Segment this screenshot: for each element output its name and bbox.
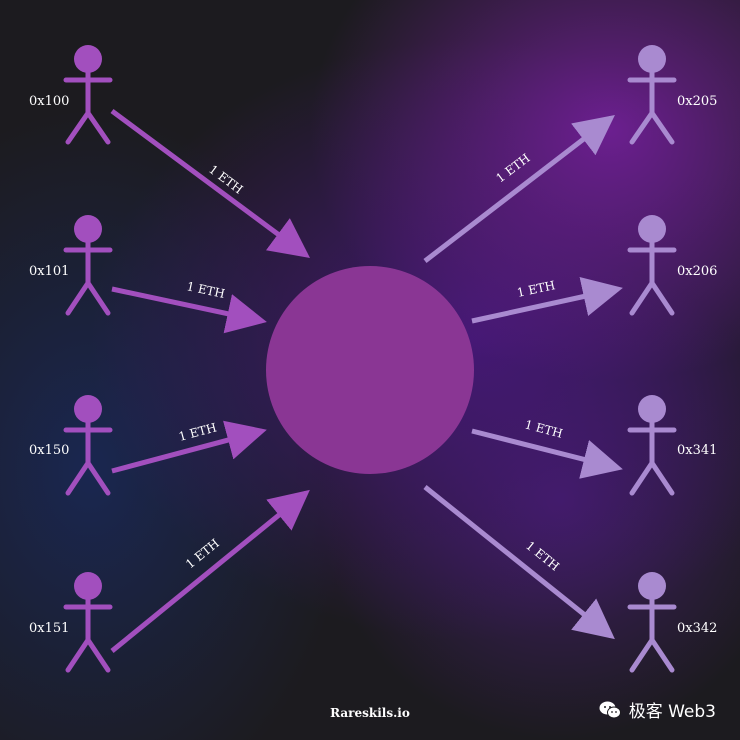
sender-address-label: 0x151 xyxy=(29,621,69,636)
person-icon xyxy=(63,45,113,145)
sender-address-label: 0x150 xyxy=(29,443,69,458)
amount-label: 1 ETH xyxy=(206,162,245,196)
receiver-0x341: 0x341 xyxy=(627,395,717,496)
sender-0x150: 0x150 xyxy=(29,395,113,496)
amount-label: 1 ETH xyxy=(516,278,557,300)
person-icon xyxy=(627,572,677,673)
amount-label: 1 ETH xyxy=(185,279,226,301)
person-icon xyxy=(63,395,113,496)
sender-address-label: 0x100 xyxy=(29,94,69,109)
mixer-pool-circle xyxy=(266,266,474,474)
receiver-address-label: 0x341 xyxy=(677,443,717,458)
sender-address-label: 0x101 xyxy=(29,264,69,279)
person-icon xyxy=(63,572,113,673)
receiver-address-label: 0x342 xyxy=(677,621,717,636)
withdrawal-arrow xyxy=(423,485,615,640)
footer-credit: Rareskils.io xyxy=(330,706,410,720)
receiver-0x205: 0x205 xyxy=(627,45,717,145)
deposit-arrow xyxy=(111,286,267,334)
person-icon xyxy=(627,45,677,145)
receiver-0x206: 0x206 xyxy=(627,215,717,316)
deposit-arrow xyxy=(111,420,267,474)
amount-label: 1 ETH xyxy=(177,420,218,444)
receiver-0x342: 0x342 xyxy=(627,572,717,673)
sender-0x101: 0x101 xyxy=(29,215,113,316)
sender-0x151: 0x151 xyxy=(29,572,113,673)
amount-label: 1 ETH xyxy=(523,417,564,441)
watermark-text: 极客 Web3 xyxy=(628,702,716,722)
sender-0x100: 0x100 xyxy=(29,45,113,145)
withdrawal-arrow xyxy=(423,114,615,263)
deposit-arrow xyxy=(110,108,311,258)
person-icon xyxy=(63,215,113,316)
wechat-icon xyxy=(599,701,621,718)
watermark: 极客 Web3 xyxy=(599,697,716,722)
receiver-address-label: 0x205 xyxy=(677,94,717,109)
withdrawal-arrow xyxy=(471,428,623,479)
person-icon xyxy=(627,395,677,496)
person-icon xyxy=(627,215,677,316)
deposit-arrow xyxy=(110,489,310,653)
withdrawal-arrow xyxy=(471,276,623,324)
receiver-address-label: 0x206 xyxy=(677,264,717,279)
